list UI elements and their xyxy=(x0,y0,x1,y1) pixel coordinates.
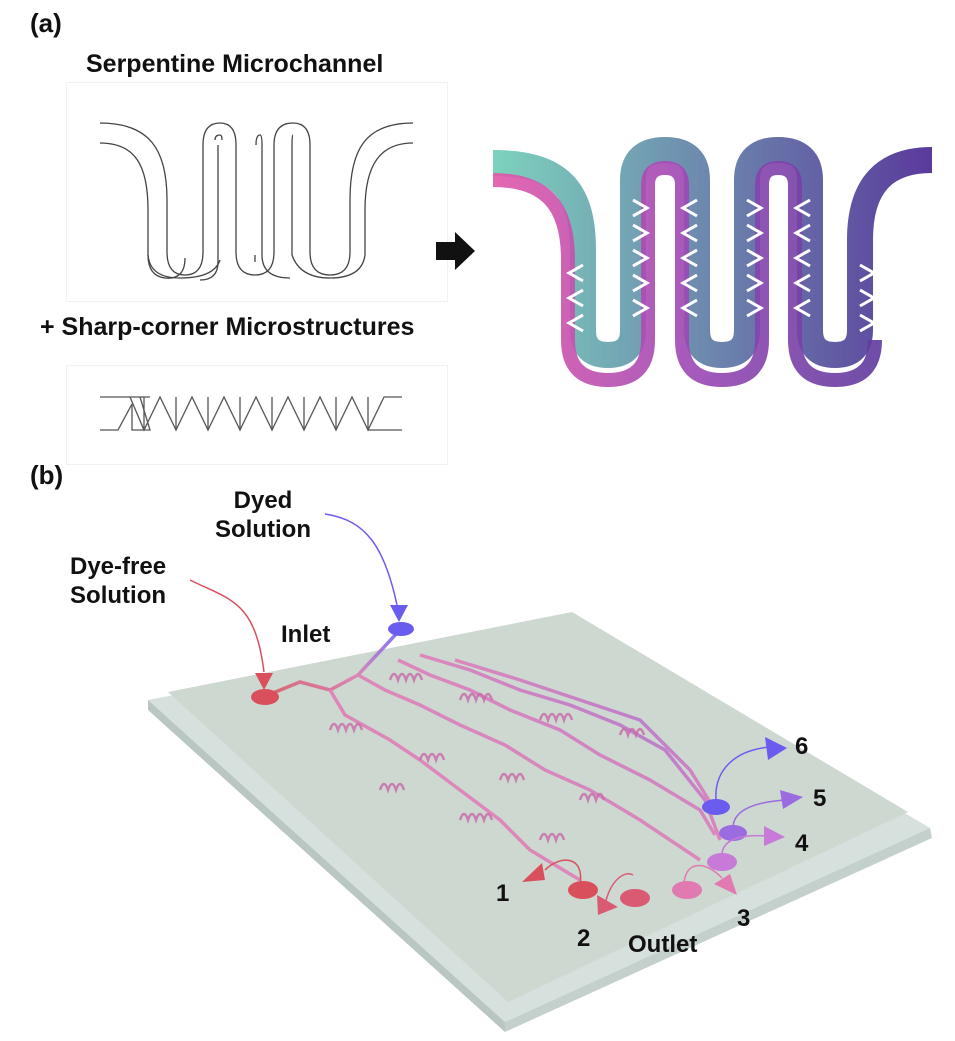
outlet-arrow-2 xyxy=(597,873,634,915)
outlet-arrow-4 xyxy=(721,826,785,856)
serpentine-mixers xyxy=(328,672,646,844)
outlet-number-1: 1 xyxy=(496,880,510,907)
outlet-number-6: 6 xyxy=(795,733,809,760)
outlet-port-2 xyxy=(620,889,650,907)
dye-free-inlet-port xyxy=(251,689,279,705)
sharp-corner-zigzag xyxy=(100,395,402,432)
inlet-label: Inlet xyxy=(281,621,331,648)
outlet-number-3: 3 xyxy=(737,905,751,932)
serpentine-title: Serpentine Microchannel xyxy=(86,50,384,78)
dyed-label-line2: Solution xyxy=(215,516,311,543)
outlet-arrow-6 xyxy=(715,737,787,801)
outlet-port-6 xyxy=(702,799,730,815)
dyed-solution-label: Dyed Solution xyxy=(215,486,311,544)
outlet-arrow-5 xyxy=(732,790,803,829)
channel-network xyxy=(267,630,722,882)
mixing-serpentine-icon xyxy=(492,136,933,388)
dyed-inlet-port xyxy=(388,622,414,636)
right-arrow-icon xyxy=(436,232,475,270)
panel-a-label: (a) xyxy=(30,8,62,38)
serpentine-outline xyxy=(99,122,414,281)
panel-b-label: (b) xyxy=(30,460,64,490)
outlet-number-2: 2 xyxy=(577,925,591,952)
microstructure-title: + Sharp-corner Microstructures xyxy=(40,313,415,341)
outlet-arrow-1 xyxy=(522,859,582,886)
outlet-number-5: 5 xyxy=(813,785,827,812)
outlet-port-4 xyxy=(707,853,737,871)
dye-free-solution-label: Dye-free Solution xyxy=(70,552,166,610)
dye-free-label-line2: Solution xyxy=(70,582,167,609)
outlet-port-3 xyxy=(672,881,702,899)
outlet-label: Outlet xyxy=(628,931,698,958)
serpentine-frame xyxy=(66,82,448,302)
dye-free-input-arrow xyxy=(189,579,273,690)
dyed-input-arrow xyxy=(324,513,408,622)
dye-free-label-line1: Dye-free xyxy=(70,553,167,580)
outlet-number-4: 4 xyxy=(795,830,809,857)
dyed-label-line1: Dyed xyxy=(233,487,293,514)
microstructure-frame xyxy=(66,365,448,465)
outlet-arrow-3 xyxy=(683,864,737,895)
microfluidic-chip xyxy=(148,612,932,1032)
outlet-port-1 xyxy=(568,881,598,899)
